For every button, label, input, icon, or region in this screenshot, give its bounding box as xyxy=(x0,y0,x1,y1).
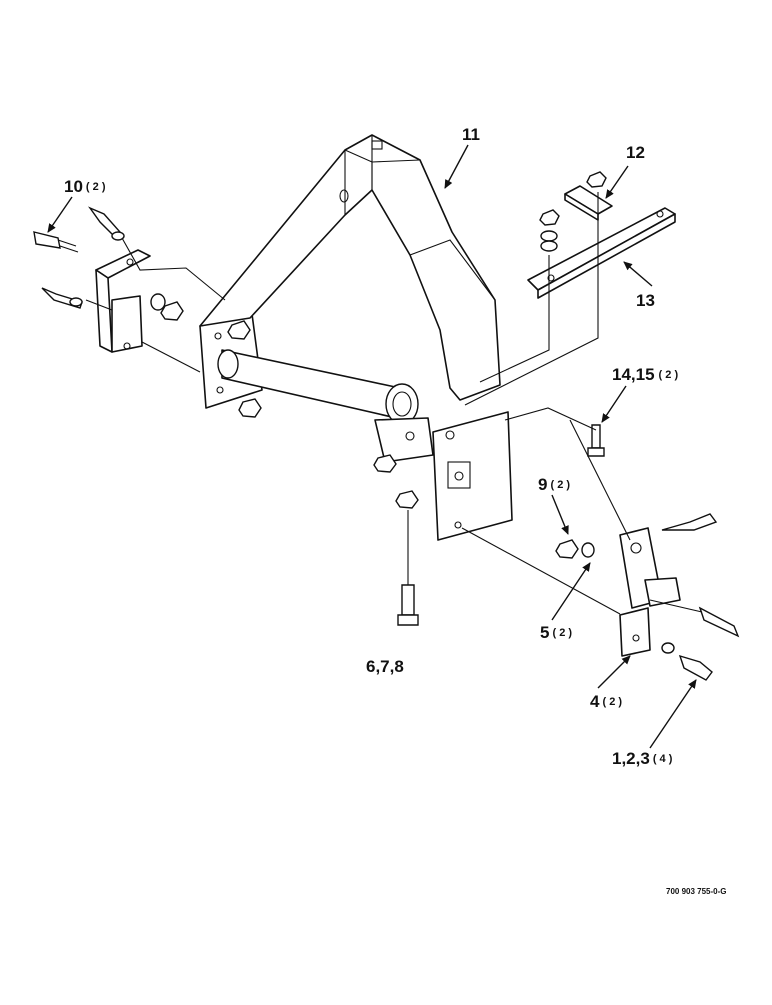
bottom-bolt-assembly xyxy=(373,454,419,626)
callout-11: 11 xyxy=(462,125,480,144)
drawing-number: 700 903 755-0-G xyxy=(666,887,727,896)
bar-hardware xyxy=(464,171,607,406)
support-bar xyxy=(527,207,676,299)
callout-10: 10( 2 ) xyxy=(64,177,106,196)
callout-6-7-8: 6,7,8 xyxy=(366,657,404,676)
leader-4 xyxy=(597,655,631,689)
leader-10 xyxy=(47,196,73,233)
leader-5 xyxy=(551,562,591,621)
hitch-frame xyxy=(199,134,513,541)
callout-9: 9( 2 ) xyxy=(538,475,570,494)
left-bracket-assembly xyxy=(33,206,226,373)
clamp-plate xyxy=(564,185,613,221)
callout-4: 4( 2 ) xyxy=(590,692,622,711)
leader-12 xyxy=(605,165,629,199)
right-bracket-assembly xyxy=(461,407,740,681)
leader-9 xyxy=(551,494,569,535)
leader-lines xyxy=(47,144,697,749)
callout-5: 5( 2 ) xyxy=(540,623,572,642)
callout-12: 12 xyxy=(626,143,645,162)
leader-13 xyxy=(623,261,653,287)
leader-14-15 xyxy=(601,385,627,423)
callout-14-15: 14,15( 2 ) xyxy=(612,365,678,384)
callout-1-2-3: 1,2,3( 4 ) xyxy=(612,749,673,768)
leader-11 xyxy=(444,144,469,189)
callout-13: 13 xyxy=(636,291,655,310)
leader-1-2-3 xyxy=(649,679,697,749)
